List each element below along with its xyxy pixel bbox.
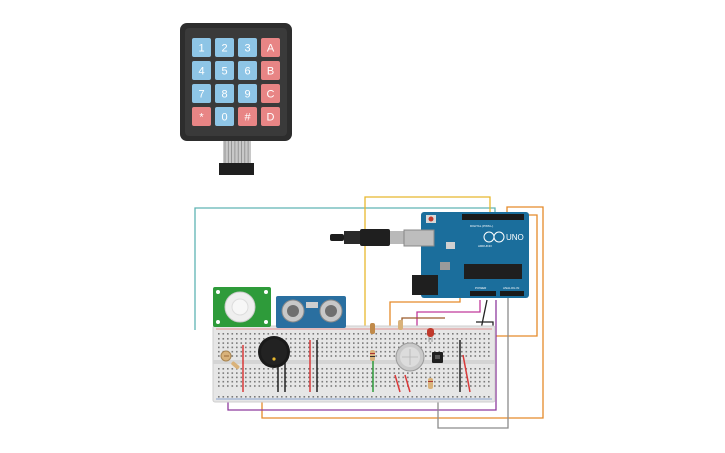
keypad-key-label: 8 — [221, 89, 227, 101]
keypad-key-label: B — [267, 66, 274, 78]
keypad-key-14[interactable]: 0 — [215, 107, 234, 126]
keypad-key-10[interactable]: 8 — [215, 84, 234, 103]
resistor-mid-1[interactable] — [370, 323, 375, 334]
arduino-digital-label: DIGITAL (PWM~) — [470, 224, 493, 228]
resistor-mid-3[interactable] — [398, 320, 403, 330]
keypad-key-4[interactable]: A — [261, 38, 280, 57]
resistor-mid-2[interactable] — [370, 350, 375, 361]
arduino-crystal — [440, 262, 450, 270]
gas-sensor-icon[interactable] — [395, 342, 425, 372]
arduino-brand-text: UNO — [506, 233, 524, 242]
arduino-power-label: POWER — [475, 286, 487, 290]
resistor-left[interactable] — [231, 361, 240, 370]
keypad-key-11[interactable]: 9 — [238, 84, 257, 103]
arduino-logo: UNO ARDUINO — [478, 231, 524, 248]
keypad-key-label: 2 — [221, 43, 227, 55]
keypad-key-label: * — [199, 112, 204, 124]
keypad-4x4[interactable]: 1 2 3 A 4 5 6 B 7 8 9 C * 0 # D — [180, 23, 292, 175]
arduino-analog-header[interactable] — [500, 291, 524, 296]
keypad-key-7[interactable]: 6 — [238, 61, 257, 80]
led-icon[interactable] — [427, 328, 434, 342]
keypad-key-5[interactable]: 4 — [192, 61, 211, 80]
breadboard[interactable] — [212, 325, 496, 403]
keypad-key-label: 1 — [198, 43, 204, 55]
keypad-key-3[interactable]: 3 — [238, 38, 257, 57]
photoresistor[interactable] — [220, 350, 232, 362]
keypad-key-label: 6 — [244, 66, 250, 78]
arduino-atmega-chip — [464, 264, 522, 279]
breadboard-center-channel — [213, 360, 495, 364]
arduino-uno-board[interactable]: UNO ARDUINO DIGITAL (PWM~) POWER ANALOG … — [403, 212, 529, 298]
jumper-red-4[interactable] — [404, 374, 411, 393]
arduino-digital-header[interactable] — [462, 214, 524, 220]
keypad-key-label: C — [267, 89, 275, 101]
arduino-power-jack[interactable] — [412, 275, 438, 295]
jumper-red-5[interactable] — [462, 354, 471, 393]
pir-motion-sensor[interactable] — [213, 287, 271, 327]
buzzer-icon[interactable] — [258, 336, 290, 368]
push-button[interactable] — [432, 352, 443, 363]
ultrasonic-sensor[interactable] — [276, 296, 346, 328]
arduino-capacitor — [446, 242, 455, 249]
keypad-key-1[interactable]: 1 — [192, 38, 211, 57]
keypad-key-label: 3 — [244, 43, 250, 55]
keypad-key-2[interactable]: 2 — [215, 38, 234, 57]
keypad-key-label: D — [267, 112, 275, 124]
resistor-right[interactable] — [428, 378, 433, 389]
keypad-key-label: 4 — [198, 66, 204, 78]
keypad-key-8[interactable]: B — [261, 61, 280, 80]
keypad-key-label: 5 — [221, 66, 227, 78]
arduino-power-header[interactable] — [470, 291, 496, 296]
keypad-key-15[interactable]: # — [238, 107, 257, 126]
keypad-key-6[interactable]: 5 — [215, 61, 234, 80]
keypad-key-13[interactable]: * — [192, 107, 211, 126]
keypad-keys[interactable]: 1 2 3 A 4 5 6 B 7 8 9 C * 0 # D — [192, 38, 280, 126]
keypad-key-label: # — [244, 112, 251, 124]
keypad-key-16[interactable]: D — [261, 107, 280, 126]
keypad-key-label: 9 — [244, 89, 250, 101]
keypad-key-12[interactable]: C — [261, 84, 280, 103]
keypad-key-label: A — [267, 43, 275, 55]
jumper-red-3[interactable] — [394, 374, 401, 393]
keypad-key-9[interactable]: 7 — [192, 84, 211, 103]
wire-orange-main[interactable] — [261, 206, 544, 419]
wire-magenta[interactable] — [416, 300, 481, 330]
usb-cable-icon — [330, 229, 406, 246]
keypad-ribbon-connector — [219, 141, 254, 175]
arduino-usb-port[interactable] — [403, 229, 435, 247]
arduino-analog-label: ANALOG IN — [503, 286, 519, 290]
arduino-logo-text: ARDUINO — [478, 244, 493, 248]
keypad-key-label: 7 — [198, 89, 204, 101]
keypad-key-label: 0 — [221, 112, 227, 124]
